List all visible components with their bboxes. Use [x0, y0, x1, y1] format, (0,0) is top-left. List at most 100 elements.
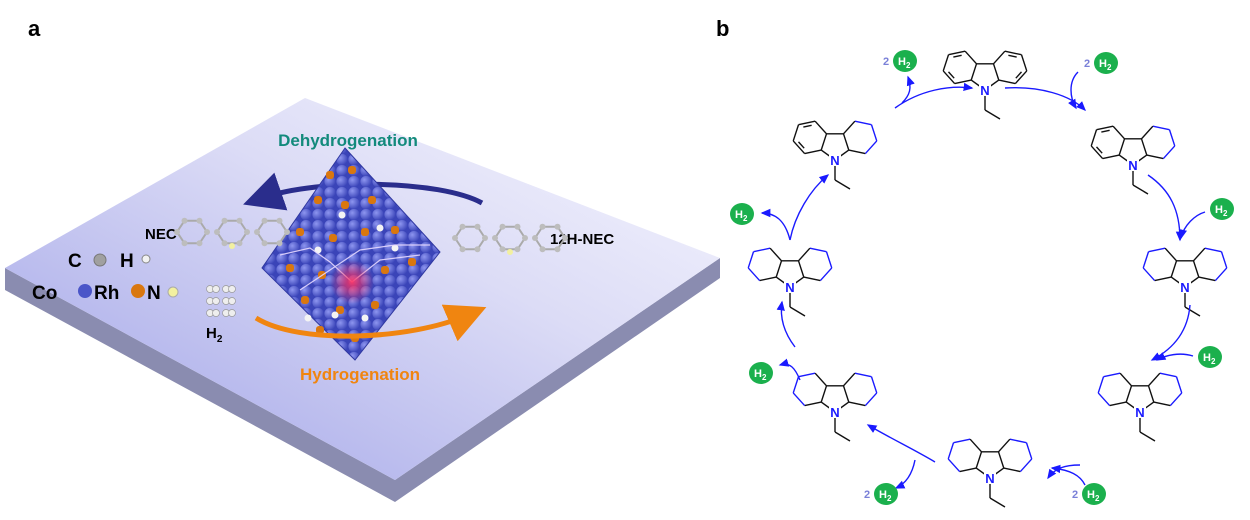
- bond: [1097, 392, 1111, 407]
- carbon-atom: [499, 223, 506, 230]
- bond: [759, 276, 777, 282]
- bond: [834, 179, 851, 190]
- n-label-bg: [829, 153, 841, 166]
- rh-atom: [301, 296, 309, 304]
- h2-atom: [212, 309, 220, 317]
- bond: [797, 260, 805, 278]
- legend-co-ball: [78, 284, 92, 298]
- nitrogen-label: N: [980, 83, 989, 98]
- bond: [820, 133, 828, 151]
- panel-label-b: b: [716, 16, 729, 41]
- carbon-atom: [181, 240, 188, 247]
- h2-badge: H22: [864, 483, 898, 505]
- legend-n-label: N: [147, 283, 161, 304]
- arrow: [1178, 211, 1206, 240]
- h2-atom: [228, 285, 236, 293]
- bond: [1140, 125, 1154, 140]
- bond: [1096, 125, 1114, 131]
- h-atom: [361, 314, 369, 322]
- h2-atom: [228, 297, 236, 305]
- molecule: N: [942, 50, 1028, 120]
- h-atom: [338, 211, 346, 219]
- molecule: N: [792, 372, 878, 442]
- carbon-atom: [221, 217, 228, 224]
- bond: [947, 458, 961, 473]
- bond: [1019, 458, 1033, 473]
- carbon-atom: [482, 235, 488, 241]
- bond: [953, 438, 971, 444]
- nitrogen-atom: [229, 243, 235, 249]
- bond: [1159, 372, 1177, 378]
- arrow: [1147, 174, 1185, 242]
- bond: [1025, 442, 1033, 460]
- h2-badge-circle: [1094, 52, 1118, 74]
- bond: [947, 442, 955, 460]
- bond: [1090, 145, 1104, 160]
- bond: [842, 120, 856, 135]
- h2-badge: H22: [1072, 483, 1106, 505]
- bond: [948, 50, 966, 56]
- nitrogen-label: N: [1180, 280, 1189, 295]
- carbon-atom: [532, 235, 538, 241]
- arrow: [1150, 304, 1191, 361]
- carbon-atom: [174, 229, 180, 235]
- legend-c-label: C: [68, 251, 82, 272]
- carbon-atom: [554, 246, 561, 253]
- bond: [870, 124, 878, 142]
- carbon-atom: [221, 240, 228, 247]
- bond: [989, 497, 1006, 508]
- bond: [854, 372, 872, 378]
- legend-h-label: H: [120, 251, 134, 272]
- bond: [1153, 401, 1171, 407]
- carbon-atom: [514, 223, 521, 230]
- bond: [1020, 54, 1028, 72]
- bond: [842, 385, 850, 403]
- rh-atom: [314, 196, 322, 204]
- dehydrogenation-label: Dehydrogenation: [278, 131, 418, 150]
- rh-atom: [371, 301, 379, 309]
- h2-badge-label: H2: [1215, 204, 1228, 218]
- nitrogen-label: N: [785, 280, 794, 295]
- carbon-atom: [492, 235, 498, 241]
- arrow: [866, 424, 936, 463]
- legend-rh-ball: [131, 284, 145, 298]
- bond: [1132, 184, 1149, 195]
- n-label-bg: [1179, 280, 1191, 293]
- carbon-atom: [459, 223, 466, 230]
- arrow: [760, 208, 791, 241]
- bond: [997, 438, 1011, 453]
- molecule: N: [747, 247, 833, 317]
- n-label-bg: [1127, 158, 1139, 171]
- h2-badge-label: H2: [898, 56, 911, 70]
- h2-atom: [212, 285, 220, 293]
- bond: [854, 120, 872, 126]
- bond: [1214, 267, 1228, 282]
- bond: [1015, 71, 1023, 79]
- bond: [792, 392, 806, 407]
- h2-badge-label: H2: [1087, 489, 1100, 503]
- bond: [1220, 251, 1228, 269]
- h2-badge-circle: [1082, 483, 1106, 505]
- bond: [798, 372, 816, 378]
- rh-atom: [381, 266, 389, 274]
- rh-atom: [391, 226, 399, 234]
- carbon-atom: [284, 229, 290, 235]
- stoichiometric-coefficient: 2: [1084, 58, 1090, 70]
- bond: [1142, 267, 1156, 282]
- bond: [1103, 372, 1121, 378]
- bond: [1184, 306, 1201, 317]
- arrow: [1155, 352, 1194, 361]
- h2-badge: H22: [1084, 52, 1118, 74]
- h2-badge-circle: [730, 203, 754, 225]
- rh-atom: [361, 228, 369, 236]
- rh-atom: [341, 201, 349, 209]
- panel-a: a Dehydrogenation Hydrogenation NEC 12H-…: [5, 16, 720, 502]
- hydrogenation-arrow: [254, 304, 487, 342]
- h2-badge: H2: [730, 203, 754, 225]
- nanocrystal-octahedron: [261, 147, 441, 361]
- arrow: [894, 459, 916, 489]
- h2-badge-circle: [1210, 198, 1234, 220]
- legend-rh-label: Rh: [94, 283, 119, 304]
- h2-atom: [228, 309, 236, 317]
